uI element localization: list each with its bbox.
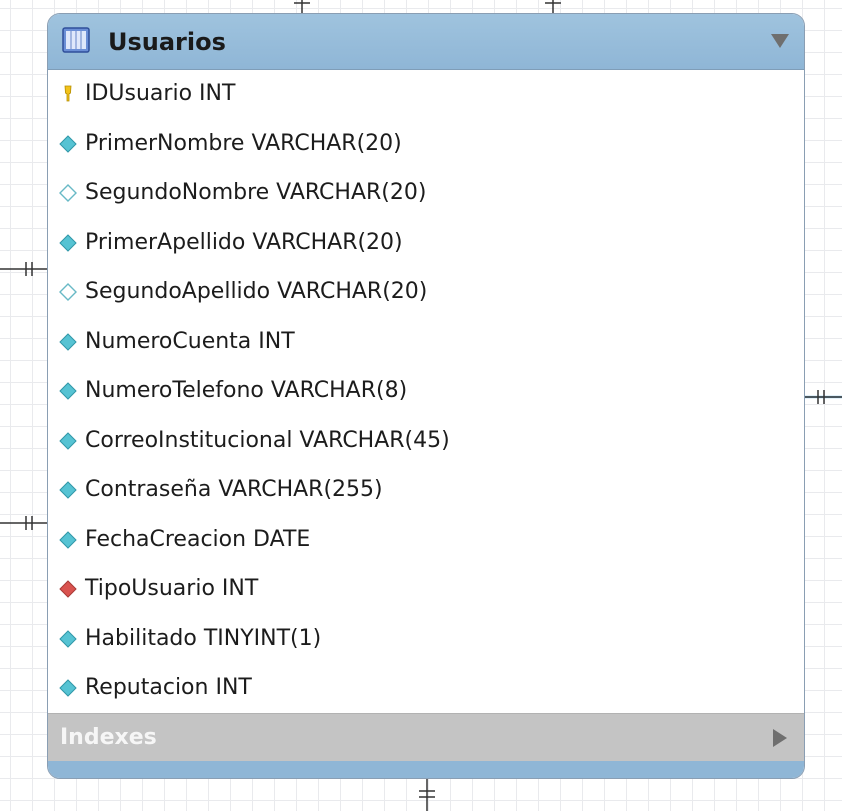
not-null-column-icon bbox=[59, 233, 77, 252]
column-row[interactable]: Contraseña VARCHAR(255) bbox=[48, 465, 804, 515]
column-row[interactable]: SegundoApellido VARCHAR(20) bbox=[48, 267, 804, 317]
indexes-label: Indexes bbox=[60, 725, 157, 750]
column-label: SegundoApellido VARCHAR(20) bbox=[85, 279, 428, 304]
relationship-connector-bottom[interactable] bbox=[419, 779, 435, 811]
column-row[interactable]: Habilitado TINYINT(1) bbox=[48, 614, 804, 664]
primary-key-icon bbox=[64, 85, 72, 102]
column-label: Contraseña VARCHAR(255) bbox=[85, 477, 383, 502]
column-row[interactable]: SegundoNombre VARCHAR(20) bbox=[48, 168, 804, 218]
column-label: NumeroTelefono VARCHAR(8) bbox=[85, 378, 408, 403]
column-label: CorreoInstitucional VARCHAR(45) bbox=[85, 427, 450, 453]
relationship-connector-right[interactable] bbox=[805, 390, 842, 404]
column-label: FechaCreacion DATE bbox=[85, 526, 311, 552]
collapse-triangle-icon[interactable] bbox=[768, 29, 792, 53]
column-row[interactable]: PrimerApellido VARCHAR(20) bbox=[48, 218, 804, 268]
not-null-column-icon bbox=[59, 679, 77, 697]
relationship-connector-left-1[interactable] bbox=[0, 262, 47, 276]
not-null-column-icon bbox=[59, 382, 77, 400]
column-row[interactable]: NumeroTelefono VARCHAR(8) bbox=[48, 366, 804, 416]
column-label: Habilitado TINYINT(1) bbox=[85, 625, 322, 651]
column-row[interactable]: PrimerNombre VARCHAR(20) bbox=[48, 119, 804, 169]
column-row[interactable]: FechaCreacion DATE bbox=[48, 515, 804, 565]
column-label: PrimerNombre VARCHAR(20) bbox=[85, 130, 402, 156]
column-label: TipoUsuario INT bbox=[85, 576, 259, 601]
column-row[interactable]: NumeroCuenta INT bbox=[48, 317, 804, 367]
entity-usuarios[interactable]: Usuarios IDUsuario INT PrimerNombre VARC… bbox=[47, 13, 805, 779]
column-row[interactable]: CorreoInstitucional VARCHAR(45) bbox=[48, 416, 804, 466]
column-label: NumeroCuenta INT bbox=[85, 328, 295, 354]
entity-header[interactable]: Usuarios bbox=[48, 14, 804, 70]
nullable-column-icon bbox=[59, 184, 77, 202]
not-null-column-icon bbox=[59, 629, 77, 648]
not-null-column-icon bbox=[59, 530, 77, 549]
entity-title: Usuarios bbox=[108, 28, 226, 56]
not-null-column-icon bbox=[59, 134, 77, 153]
column-list: IDUsuario INT PrimerNombre VARCHAR(20) S… bbox=[48, 69, 804, 713]
not-null-column-icon bbox=[59, 332, 77, 351]
relationship-connector-top-1[interactable] bbox=[294, 0, 310, 13]
expand-triangle-icon[interactable] bbox=[768, 726, 792, 750]
column-row[interactable]: IDUsuario INT bbox=[48, 69, 804, 119]
not-null-column-icon bbox=[59, 431, 77, 450]
relationship-connector-left-2[interactable] bbox=[0, 516, 47, 530]
entity-footer bbox=[48, 761, 804, 778]
not-null-column-icon bbox=[59, 481, 77, 499]
nullable-column-icon bbox=[59, 283, 77, 301]
indexes-section[interactable]: Indexes bbox=[48, 713, 804, 762]
table-icon bbox=[62, 27, 90, 53]
column-row[interactable]: TipoUsuario INT bbox=[48, 564, 804, 614]
relationship-connector-top-2[interactable] bbox=[545, 0, 561, 13]
column-label: SegundoNombre VARCHAR(20) bbox=[85, 180, 427, 205]
foreign-key-icon bbox=[59, 580, 77, 598]
column-label: Reputacion INT bbox=[85, 675, 252, 700]
column-row[interactable]: Reputacion INT bbox=[48, 663, 804, 713]
column-label: PrimerApellido VARCHAR(20) bbox=[85, 229, 403, 255]
column-label: IDUsuario INT bbox=[85, 81, 236, 106]
